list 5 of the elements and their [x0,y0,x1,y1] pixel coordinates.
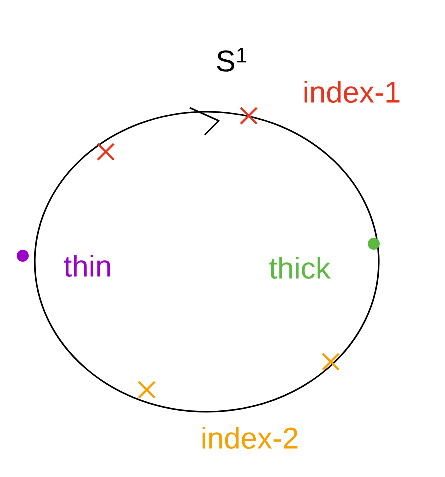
index-label: index-1 [304,81,400,104]
circle-label: S$^{1}$ [217,48,247,72]
point-label: thin [64,255,110,277]
index-label: index-2 [202,427,298,450]
point-label: thick [270,257,331,280]
